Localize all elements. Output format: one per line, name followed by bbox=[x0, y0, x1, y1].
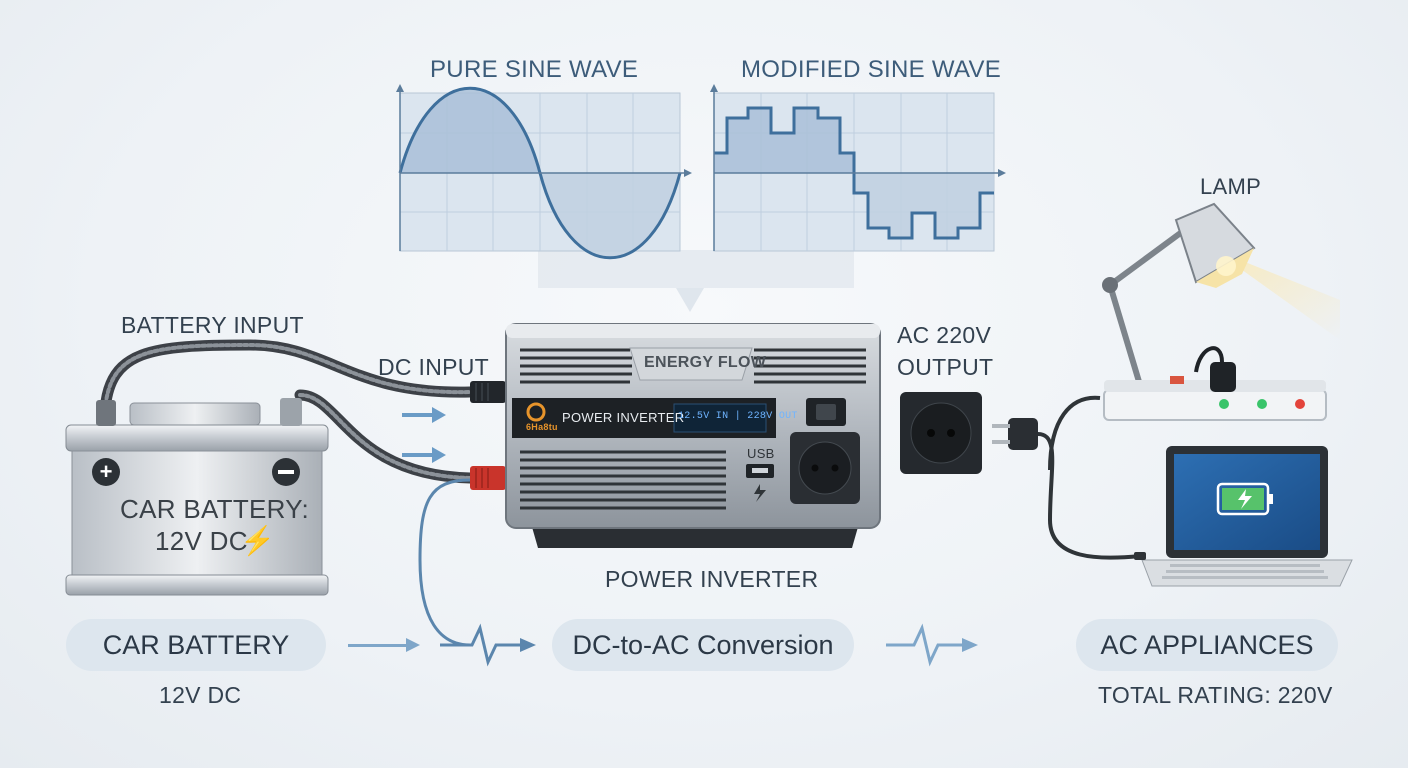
ac-output-line2: OUTPUT bbox=[897, 354, 994, 380]
car-battery: + bbox=[65, 398, 329, 596]
conversion-pill: DC-to-AC Conversion bbox=[552, 619, 854, 671]
power-inverter bbox=[505, 323, 881, 548]
waveform-background bbox=[538, 250, 854, 312]
usb-label: USB bbox=[747, 446, 775, 461]
inverter-brand-plate: ENERGY FLOW bbox=[644, 354, 767, 371]
car-battery-sub: 12V DC bbox=[159, 682, 242, 708]
dc-flow-arrows bbox=[402, 407, 446, 463]
pure-sine-title: PURE SINE WAVE bbox=[430, 56, 639, 83]
dc-input-label: DC INPUT bbox=[378, 354, 490, 380]
flow-arrow-3 bbox=[886, 623, 978, 667]
power-strip bbox=[1103, 346, 1327, 421]
inverter-panel-name: POWER INVERTER bbox=[562, 410, 685, 425]
inverter-display: 12.5V IN | 228V OUT bbox=[678, 411, 798, 422]
ac-output-socket bbox=[900, 392, 982, 474]
modified-sine-panel bbox=[710, 84, 1006, 252]
modified-sine-title: MODIFIED SINE WAVE bbox=[741, 56, 1002, 83]
dc-connectors bbox=[470, 381, 506, 490]
ac-appliances-sub: TOTAL RATING: 220V bbox=[1098, 682, 1333, 708]
pure-sine-panel bbox=[396, 84, 692, 260]
inverter-logo-text: 6Ha8tu bbox=[526, 422, 558, 432]
ac-appliances-pill: AC APPLIANCES bbox=[1076, 619, 1338, 671]
laptop bbox=[1134, 446, 1353, 587]
lamp bbox=[1102, 202, 1340, 390]
car-battery-pill: CAR BATTERY bbox=[66, 619, 326, 671]
flow-arrow-1 bbox=[348, 638, 420, 652]
battery-input-label: BATTERY INPUT bbox=[121, 312, 304, 338]
svg-text:+: + bbox=[100, 459, 113, 484]
battery-body-line1: CAR BATTERY: bbox=[120, 494, 310, 524]
output-plug-and-cable bbox=[992, 395, 1141, 560]
lightning-icon: ⚡ bbox=[240, 525, 276, 556]
ac-output-line1: AC 220V bbox=[897, 322, 992, 348]
battery-cables bbox=[99, 339, 476, 647]
lamp-label: LAMP bbox=[1200, 174, 1262, 199]
battery-body-line2: 12V DC bbox=[155, 526, 248, 556]
inverter-caption: POWER INVERTER bbox=[605, 566, 819, 592]
flow-arrow-2 bbox=[440, 623, 536, 667]
